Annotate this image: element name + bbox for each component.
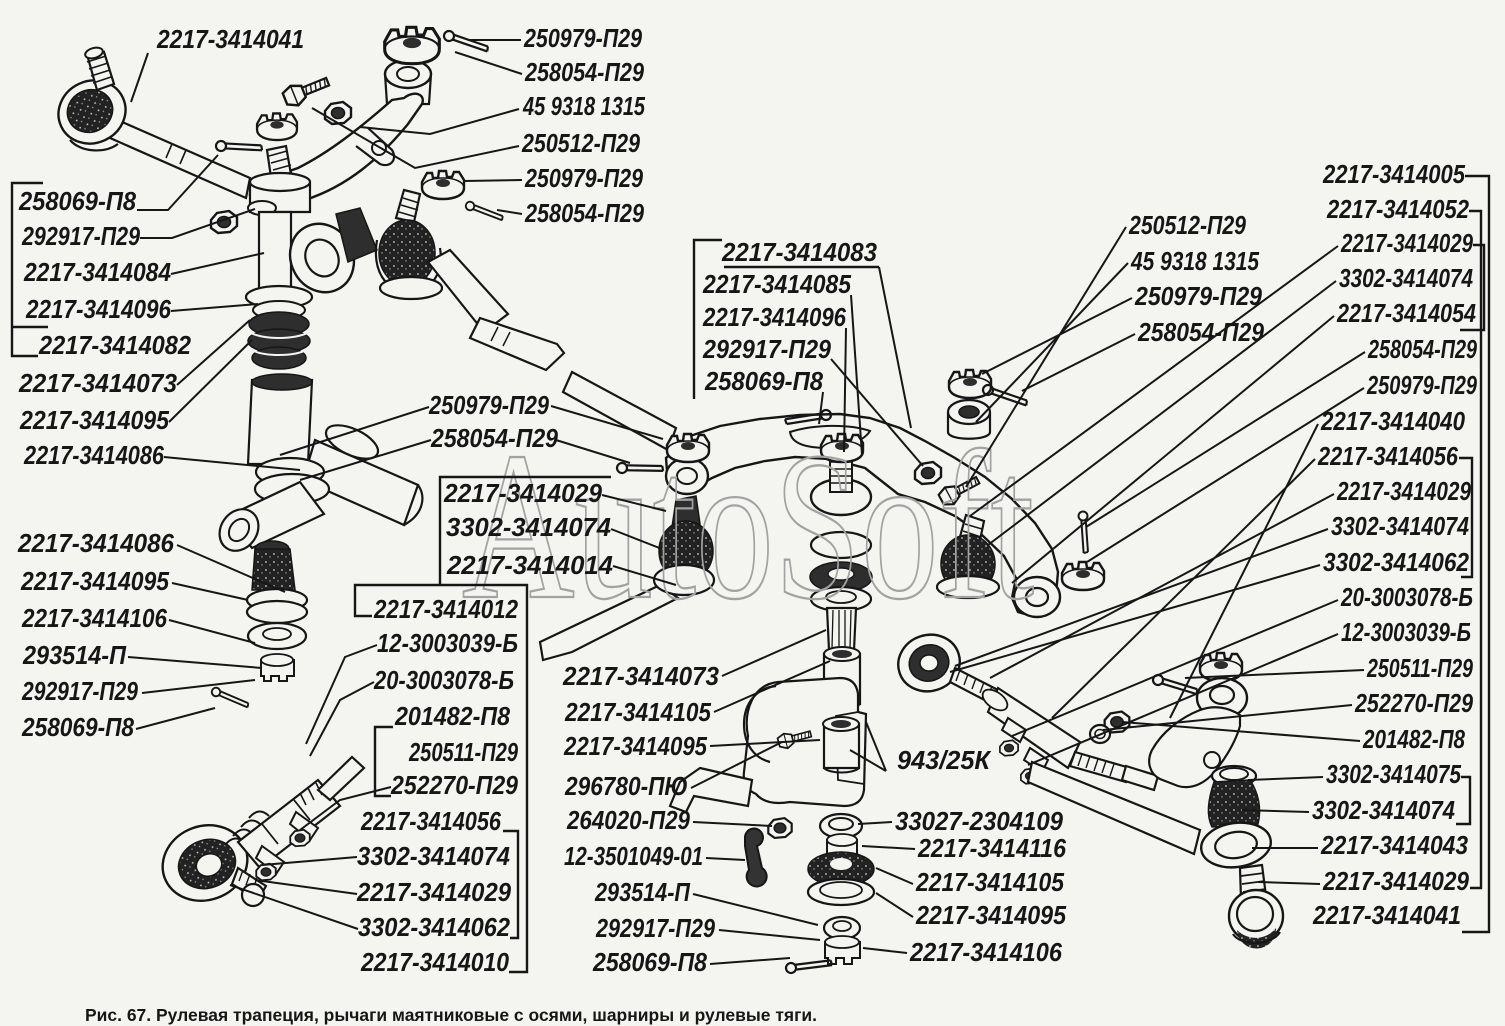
svg-text:3302-3414074: 3302-3414074: [1312, 795, 1455, 825]
svg-text:2217-3414105: 2217-3414105: [564, 697, 711, 727]
svg-text:292917-П29: 292917-П29: [702, 334, 831, 364]
svg-text:250979-П29: 250979-П29: [1366, 370, 1477, 400]
svg-text:2217-3414040: 2217-3414040: [1320, 406, 1465, 436]
svg-text:3302-3414075: 3302-3414075: [1326, 759, 1461, 789]
svg-text:2217-3414043: 2217-3414043: [1320, 830, 1468, 860]
svg-text:3302-3414074: 3302-3414074: [1339, 263, 1473, 293]
svg-text:258054-П29: 258054-П29: [524, 57, 644, 87]
svg-text:20-3003078-Б: 20-3003078-Б: [373, 665, 514, 695]
svg-text:2217-3414095: 2217-3414095: [915, 900, 1066, 930]
svg-text:12-3501049-01: 12-3501049-01: [564, 841, 703, 871]
svg-text:2217-3414010: 2217-3414010: [360, 947, 509, 977]
svg-text:943/25К: 943/25К: [897, 745, 992, 775]
svg-text:20-3003078-Б: 20-3003078-Б: [1340, 582, 1473, 612]
svg-text:250979-П29: 250979-П29: [524, 163, 643, 193]
svg-text:258069-П8: 258069-П8: [592, 947, 707, 977]
svg-text:2217-3414086: 2217-3414086: [17, 528, 174, 558]
svg-text:293514-П: 293514-П: [22, 640, 127, 670]
svg-text:2217-3414116: 2217-3414116: [917, 833, 1066, 863]
svg-text:45 9318 1315: 45 9318 1315: [1130, 246, 1259, 276]
svg-text:264020-П29: 264020-П29: [566, 805, 690, 835]
svg-text:2217-3414096: 2217-3414096: [25, 294, 171, 324]
svg-text:258069-П8: 258069-П8: [704, 366, 823, 396]
svg-text:250512-П29: 250512-П29: [521, 128, 640, 158]
svg-text:2217-3414073: 2217-3414073: [562, 661, 719, 691]
svg-text:258054-П29: 258054-П29: [430, 423, 558, 453]
svg-text:250979-П29: 250979-П29: [428, 390, 549, 420]
svg-text:250512-П29: 250512-П29: [1128, 210, 1246, 240]
svg-text:258054-П29: 258054-П29: [524, 198, 644, 228]
svg-text:2217-3414082: 2217-3414082: [38, 330, 191, 360]
svg-text:2217-3414056: 2217-3414056: [360, 806, 501, 836]
svg-text:2217-3414084: 2217-3414084: [23, 257, 171, 287]
svg-text:2217-3414029: 2217-3414029: [1340, 228, 1473, 258]
svg-text:3302-3414062: 3302-3414062: [1323, 547, 1469, 577]
svg-text:3302-3414074: 3302-3414074: [1331, 511, 1469, 541]
svg-text:3302-3414062: 3302-3414062: [358, 912, 510, 942]
svg-text:250979-П29: 250979-П29: [1134, 281, 1262, 311]
svg-text:3302-3414074: 3302-3414074: [446, 512, 612, 542]
svg-text:201482-П8: 201482-П8: [1362, 724, 1465, 754]
svg-text:2217-3414029: 2217-3414029: [1336, 476, 1471, 506]
svg-text:2217-3414029: 2217-3414029: [443, 478, 602, 508]
svg-text:2217-3414052: 2217-3414052: [1326, 194, 1469, 224]
svg-text:252270-П29: 252270-П29: [390, 770, 518, 800]
svg-text:250979-П29: 250979-П29: [523, 23, 642, 53]
svg-text:2217-3414073: 2217-3414073: [18, 368, 177, 398]
svg-text:201482-П8: 201482-П8: [394, 701, 510, 731]
svg-text:2217-3414012: 2217-3414012: [373, 594, 518, 624]
svg-text:2217-3414029: 2217-3414029: [1322, 866, 1469, 896]
svg-text:2217-3414056: 2217-3414056: [1317, 441, 1458, 471]
svg-text:2217-3414005: 2217-3414005: [1322, 159, 1465, 189]
svg-text:33027-2304109: 33027-2304109: [895, 806, 1063, 836]
svg-text:2217-3414085: 2217-3414085: [702, 269, 851, 299]
svg-text:293514-П: 293514-П: [594, 877, 691, 907]
svg-text:292917-П29: 292917-П29: [21, 676, 138, 706]
svg-text:258054-П29: 258054-П29: [1367, 334, 1477, 364]
svg-text:2217-3414096: 2217-3414096: [702, 302, 846, 332]
svg-text:258069-П8: 258069-П8: [18, 186, 136, 216]
svg-text:2217-3414105: 2217-3414105: [915, 867, 1064, 897]
svg-text:250511-П29: 250511-П29: [408, 737, 518, 767]
svg-text:45 9318 1315: 45 9318 1315: [522, 91, 645, 121]
svg-text:250511-П29: 250511-П29: [1366, 653, 1473, 683]
svg-text:2217-3414083: 2217-3414083: [721, 237, 877, 267]
svg-text:2217-3414095: 2217-3414095: [20, 566, 169, 596]
svg-text:2217-3414106: 2217-3414106: [909, 937, 1062, 967]
svg-text:Рис. 67. Рулевая трапеция, рыч: Рис. 67. Рулевая трапеция, рычаги маятни…: [85, 1005, 817, 1025]
svg-text:AutoSoft: AutoSoft: [462, 408, 1034, 643]
svg-text:2217-3414014: 2217-3414014: [446, 550, 614, 580]
svg-text:258069-П8: 258069-П8: [21, 712, 134, 742]
svg-text:2217-3414041: 2217-3414041: [1312, 900, 1461, 930]
svg-text:2217-3414041: 2217-3414041: [156, 24, 304, 54]
svg-text:3302-3414074: 3302-3414074: [357, 841, 510, 871]
svg-text:258054-П29: 258054-П29: [1137, 317, 1264, 347]
svg-text:2217-3414106: 2217-3414106: [21, 603, 167, 633]
svg-text:2217-3414095: 2217-3414095: [19, 405, 169, 435]
svg-text:2217-3414095: 2217-3414095: [563, 731, 707, 761]
svg-text:12-3003039-Б: 12-3003039-Б: [377, 628, 518, 658]
svg-text:292917-П29: 292917-П29: [595, 913, 715, 943]
svg-text:252270-П29: 252270-П29: [1354, 688, 1473, 718]
svg-text:2217-3414029: 2217-3414029: [356, 877, 511, 907]
svg-text:2217-3414054: 2217-3414054: [1336, 298, 1476, 328]
svg-text:296780-ПЮ: 296780-ПЮ: [564, 771, 688, 801]
svg-text:2217-3414086: 2217-3414086: [23, 440, 164, 470]
svg-text:292917-П29: 292917-П29: [21, 221, 140, 251]
svg-text:12-3003039-Б: 12-3003039-Б: [1341, 617, 1471, 647]
